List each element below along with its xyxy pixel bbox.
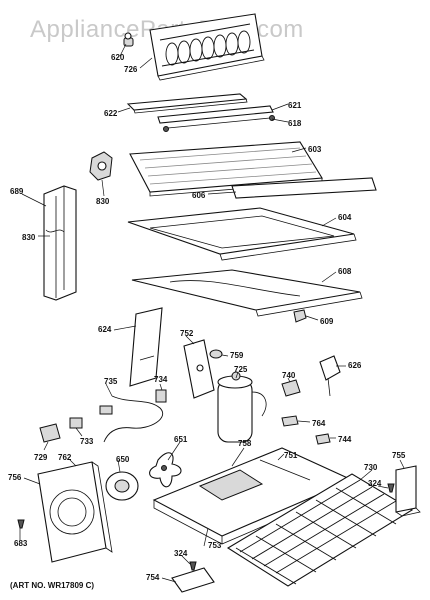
callout-604: 604 [338, 213, 352, 222]
callout-608: 608 [338, 267, 352, 276]
fan-motor-650 [105, 471, 139, 501]
callout-735: 735 [104, 377, 118, 386]
callout-730: 730 [364, 463, 378, 472]
grommet-759 [209, 349, 223, 359]
condenser-730 [226, 473, 414, 587]
callout-603: 603 [308, 145, 322, 154]
fitting-620 [123, 32, 134, 47]
callout-683: 683 [14, 539, 28, 548]
callout-744: 744 [338, 435, 352, 444]
callout-620: 620 [111, 53, 125, 62]
harness-735 [69, 389, 167, 443]
shroud-756 [37, 461, 113, 563]
art-number: (ART NO. WR17809 C) [10, 581, 94, 590]
callout-labels: 620 726 622 621 618 603 830 606 689 830 … [8, 53, 406, 582]
screw-324-bottom [189, 561, 197, 571]
callout-726: 726 [124, 65, 138, 74]
callout-754: 754 [146, 573, 160, 582]
callout-755: 755 [392, 451, 406, 460]
callout-830-left: 830 [22, 233, 36, 242]
callout-650: 650 [116, 455, 130, 464]
callout-830-top: 830 [96, 197, 110, 206]
screw-324-right [387, 483, 395, 493]
callout-618: 618 [288, 119, 302, 128]
callout-626: 626 [348, 361, 362, 370]
screw-683 [17, 519, 25, 529]
pan-608 [131, 269, 363, 317]
clip-609 [293, 309, 307, 323]
callout-758: 758 [238, 439, 252, 448]
shelf-604 [127, 207, 357, 261]
bracket-755 [395, 465, 421, 517]
fan-blade-651 [149, 452, 182, 488]
callout-689: 689 [10, 187, 24, 196]
evaporator-coil-726 [149, 13, 265, 81]
callout-624: 624 [98, 325, 112, 334]
tray-622 [126, 93, 248, 114]
trim-606 [231, 177, 377, 199]
callout-764: 764 [312, 419, 326, 428]
channel-689 [43, 185, 77, 301]
heater-assembly-621-618 [157, 105, 275, 132]
callout-762: 762 [58, 453, 72, 462]
callout-752: 752 [180, 329, 194, 338]
callout-609: 609 [320, 317, 334, 326]
clip-744 [315, 433, 331, 445]
callout-622: 622 [104, 109, 118, 118]
callout-606: 606 [192, 191, 206, 200]
compressor-725 [217, 371, 267, 443]
switch-626 [319, 355, 341, 397]
callout-759: 759 [230, 351, 244, 360]
callout-753: 753 [208, 541, 222, 550]
callout-733: 733 [80, 437, 94, 446]
callout-621: 621 [288, 101, 302, 110]
callout-740: 740 [282, 371, 296, 380]
callout-324-right: 324 [368, 479, 382, 488]
bracket-624 [129, 307, 163, 387]
leader-lines [19, 43, 405, 583]
callout-729: 729 [34, 453, 48, 462]
callout-751: 751 [284, 451, 298, 460]
foot-754 [171, 567, 215, 593]
clip-764 [281, 415, 299, 427]
callout-651: 651 [174, 435, 188, 444]
callout-734: 734 [154, 375, 168, 384]
relay-740 [281, 379, 301, 397]
callout-756: 756 [8, 473, 22, 482]
capacitor-729 [39, 423, 61, 443]
clip-830 [89, 151, 113, 181]
callout-725: 725 [234, 365, 248, 374]
bracket-752 [183, 339, 215, 399]
callout-324-bottom: 324 [174, 549, 188, 558]
